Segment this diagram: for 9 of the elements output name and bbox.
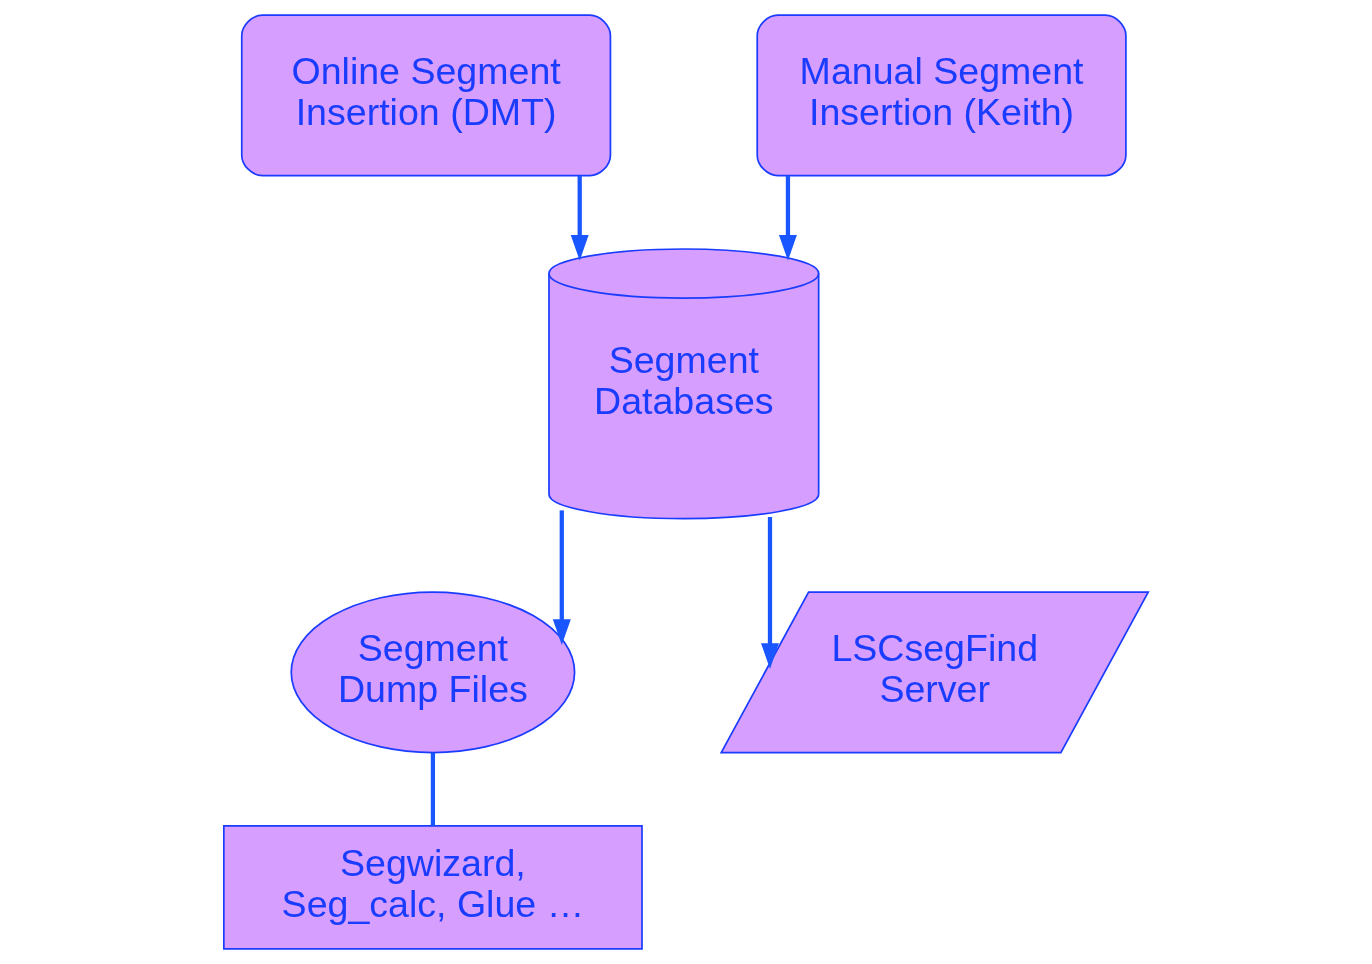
arrow bbox=[552, 510, 571, 645]
connector bbox=[430, 753, 436, 826]
node-box: Online Segment Insertion (DMT) bbox=[240, 14, 612, 177]
arrow bbox=[778, 175, 797, 261]
arrow bbox=[761, 517, 779, 669]
arrow bbox=[570, 175, 589, 261]
node-box: Manual Segment Insertion (Keith) bbox=[756, 14, 1127, 177]
node-ellipse: Segment Dump Files bbox=[290, 591, 576, 754]
node-box: Segwizard, Seg_calc, Glue … bbox=[222, 825, 643, 950]
